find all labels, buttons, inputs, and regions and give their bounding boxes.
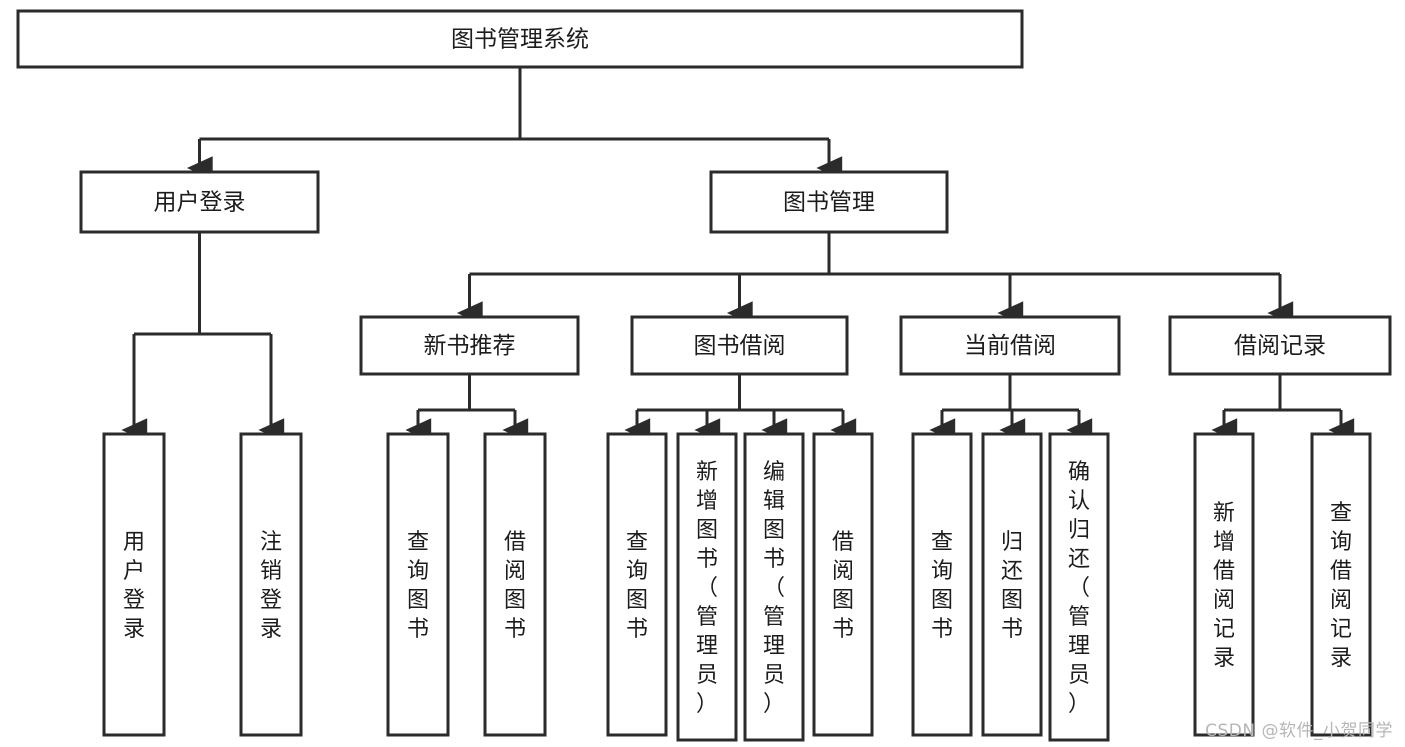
leaf-box[interactable] (676, 432, 738, 742)
node-注销登录[interactable]: 注销登录 (239, 432, 303, 737)
level3-box[interactable] (1168, 315, 1392, 376)
leaf-box[interactable] (1310, 432, 1372, 737)
node-label: 新增借阅记录 (1213, 501, 1235, 671)
level3-box[interactable] (359, 315, 580, 376)
node-当前借阅[interactable]: 当前借阅 (899, 315, 1121, 376)
node-label: 查询图书 (626, 530, 648, 642)
node-label: 归还图书 (1001, 530, 1023, 642)
node-label: 查询图书 (931, 530, 953, 642)
node-借阅图书[interactable]: 借阅图书 (483, 432, 547, 737)
node-编辑图书管理员[interactable]: 编辑图书（管理员） (743, 432, 805, 742)
node-查询图书[interactable]: 查询图书 (386, 432, 450, 737)
leaf-box[interactable] (483, 432, 547, 737)
node-label: 图书管理 (783, 190, 875, 216)
level2-box[interactable] (79, 170, 320, 234)
node-label: 查询借阅记录 (1330, 501, 1352, 671)
node-label: 查询图书 (407, 530, 429, 642)
node-新增借阅记录[interactable]: 新增借阅记录 (1193, 432, 1255, 737)
node-图书管理系统[interactable]: 图书管理系统 (16, 9, 1024, 69)
node-新增图书管理员[interactable]: 新增图书（管理员） (676, 432, 738, 742)
node-图书管理[interactable]: 图书管理 (709, 170, 949, 234)
node-label: 编辑图书（管理员） (763, 460, 785, 717)
node-归还图书[interactable]: 归还图书 (981, 432, 1043, 737)
node-借阅记录[interactable]: 借阅记录 (1168, 315, 1392, 376)
node-查询图书[interactable]: 查询图书 (911, 432, 973, 737)
node-确认归还管理员[interactable]: 确认归还（管理员） (1048, 432, 1110, 742)
level3-box[interactable] (899, 315, 1121, 376)
level2-box[interactable] (709, 170, 949, 234)
node-用户登录[interactable]: 用户登录 (102, 432, 166, 737)
level3-box[interactable] (630, 315, 849, 376)
leaf-box[interactable] (386, 432, 450, 737)
node-label: 新增图书（管理员） (696, 460, 718, 717)
node-新书推荐[interactable]: 新书推荐 (359, 315, 580, 376)
node-图书借阅[interactable]: 图书借阅 (630, 315, 849, 376)
node-查询图书[interactable]: 查询图书 (606, 432, 668, 737)
node-label: 用户登录 (123, 530, 145, 642)
leaf-box[interactable] (1193, 432, 1255, 737)
node-label: 新书推荐 (424, 333, 516, 359)
node-查询借阅记录[interactable]: 查询借阅记录 (1310, 432, 1372, 737)
node-label: 图书管理系统 (451, 27, 589, 53)
node-label: 确认归还（管理员） (1068, 460, 1090, 717)
node-label: 借阅图书 (504, 530, 526, 642)
leaf-box[interactable] (812, 432, 874, 737)
leaf-box[interactable] (102, 432, 166, 737)
leaf-box[interactable] (743, 432, 805, 742)
node-label: 注销登录 (260, 530, 282, 642)
leaf-box[interactable] (239, 432, 303, 737)
node-label: 用户登录 (154, 190, 246, 216)
leaf-box[interactable] (981, 432, 1043, 737)
node-label: 借阅记录 (1234, 333, 1326, 359)
leaf-box[interactable] (911, 432, 973, 737)
connector-layer (121, 67, 1355, 442)
leaf-box[interactable] (606, 432, 668, 737)
node-label: 借阅图书 (832, 530, 854, 642)
node-用户登录[interactable]: 用户登录 (79, 170, 320, 234)
node-label: 图书借阅 (694, 333, 786, 359)
leaf-box[interactable] (1048, 432, 1110, 742)
root-box[interactable] (16, 9, 1024, 69)
node-layer: 图书管理系统用户登录图书管理新书推荐图书借阅当前借阅借阅记录用户登录注销登录查询… (16, 9, 1392, 742)
node-label: 当前借阅 (964, 333, 1056, 359)
node-借阅图书[interactable]: 借阅图书 (812, 432, 874, 737)
